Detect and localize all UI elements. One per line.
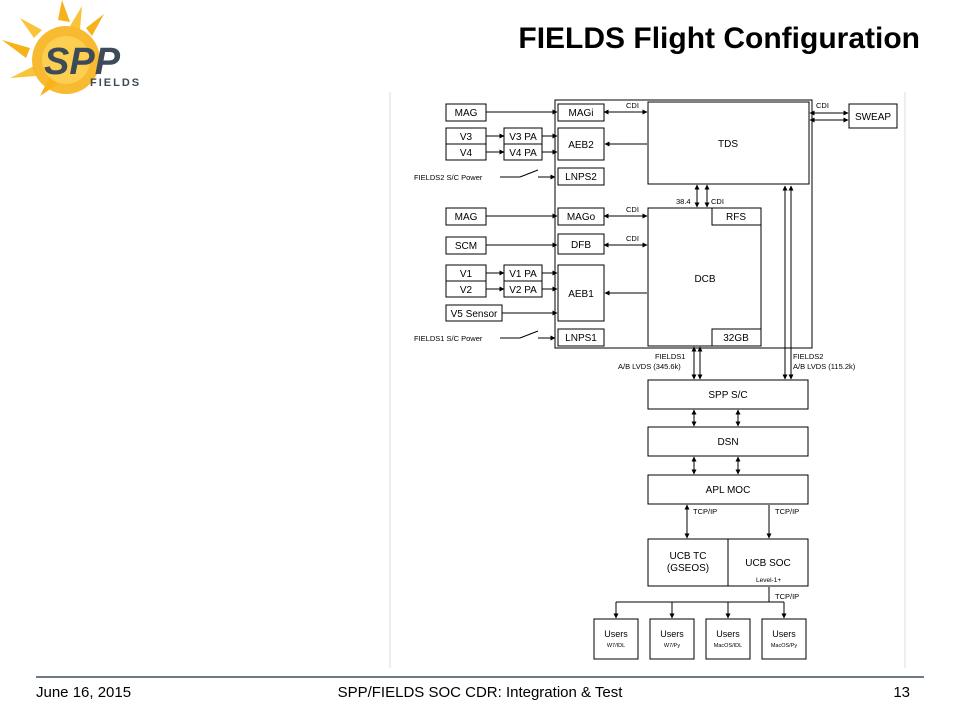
svg-text:RFS: RFS xyxy=(726,212,746,223)
magi-board: MAGi xyxy=(557,103,605,122)
svg-text:MAGo: MAGo xyxy=(567,212,596,223)
svg-text:Users: Users xyxy=(660,629,684,639)
svg-text:Users: Users xyxy=(716,629,740,639)
tcpip-label-soc: TCP/IP xyxy=(775,507,799,516)
rate-38-label: 38.4 xyxy=(676,197,691,206)
dsn-box: DSN xyxy=(647,426,809,457)
svg-text:UCB SOC: UCB SOC xyxy=(745,558,791,569)
svg-text:V3 PA: V3 PA xyxy=(509,132,537,143)
svg-text:W7/IDL: W7/IDL xyxy=(607,643,625,649)
ucb-soc-box: UCB SOC xyxy=(727,538,809,587)
cdi-label-sweap: CDI xyxy=(816,101,829,110)
svg-text:V1: V1 xyxy=(460,269,473,280)
svg-text:MacOS/IDL: MacOS/IDL xyxy=(714,643,742,649)
dfb-board: DFB xyxy=(557,233,605,255)
svg-text:DSN: DSN xyxy=(717,437,738,448)
cdi-label-tds-dcb: CDI xyxy=(711,197,724,206)
svg-text:V3: V3 xyxy=(460,132,473,143)
svg-text:APL MOC: APL MOC xyxy=(706,485,751,496)
v2-preamp: V2 PA xyxy=(503,280,543,298)
lnps2-board: LNPS2 xyxy=(557,167,605,186)
mag-sensor-top: MAG xyxy=(445,103,487,122)
dcb-board: DCB xyxy=(647,207,762,347)
sweap-box: SWEAP xyxy=(848,103,898,129)
fields1-link-line2: A/B LVDS (345.6k) xyxy=(618,362,681,371)
logo-main-text: SPP xyxy=(44,41,121,83)
users-box: Users MacOS/Py xyxy=(761,618,807,660)
v4-preamp: V4 PA xyxy=(503,143,543,161)
mag-sensor-mid: MAG xyxy=(445,207,487,226)
users-box: Users W7/IDL xyxy=(593,618,639,660)
tds-board: TDS xyxy=(647,101,810,185)
svg-text:MAGi: MAGi xyxy=(569,108,594,119)
fields2-link-line2: A/B LVDS (115.2k) xyxy=(793,362,856,371)
svg-text:MacOS/Py: MacOS/Py xyxy=(771,643,798,649)
svg-text:AEB1: AEB1 xyxy=(568,289,594,300)
svg-text:SPP S/C: SPP S/C xyxy=(708,390,747,401)
v1-preamp: V1 PA xyxy=(503,264,543,282)
users-box: Users W7/Py xyxy=(649,618,695,660)
svg-text:UCB TC: UCB TC xyxy=(669,551,706,562)
svg-text:W7/Py: W7/Py xyxy=(664,643,680,649)
v4-sensor: V4 xyxy=(445,143,487,161)
svg-text:AEB2: AEB2 xyxy=(568,140,594,151)
svg-text:SCM: SCM xyxy=(455,241,477,252)
spp-sc-box: SPP S/C xyxy=(647,379,809,410)
footer-divider xyxy=(36,676,924,678)
svg-text:MAG: MAG xyxy=(455,212,478,223)
svg-text:32GB: 32GB xyxy=(723,333,749,344)
fields1-power-label: FIELDS1 S/C Power xyxy=(414,334,483,343)
svg-text:Users: Users xyxy=(772,629,796,639)
aeb2-board: AEB2 xyxy=(557,127,605,161)
aeb1-board: AEB1 xyxy=(557,264,605,322)
v1-sensor: V1 xyxy=(445,264,487,282)
svg-text:V4 PA: V4 PA xyxy=(509,148,537,159)
scm-sensor: SCM xyxy=(445,236,487,255)
level-1-label: Level-1+ xyxy=(756,577,781,584)
cdi-label-mago: CDI xyxy=(626,205,639,214)
svg-text:Users: Users xyxy=(604,629,628,639)
v3-preamp: V3 PA xyxy=(503,127,543,145)
v2-sensor: V2 xyxy=(445,280,487,298)
fields2-power-label: FIELDS2 S/C Power xyxy=(414,173,483,182)
storage-32gb: 32GB xyxy=(711,328,762,347)
fields1-link-line1: FIELDS1 xyxy=(655,352,685,361)
svg-text:V2 PA: V2 PA xyxy=(509,285,537,296)
v3-sensor: V3 xyxy=(445,127,487,145)
svg-text:MAG: MAG xyxy=(455,108,478,119)
slide-title: FIELDS Flight Configuration xyxy=(518,22,920,55)
footer-date: June 16, 2015 xyxy=(36,684,132,701)
page-number: 13 xyxy=(893,684,910,701)
tcpip-label-users: TCP/IP xyxy=(775,592,799,601)
svg-text:DCB: DCB xyxy=(694,274,715,285)
cdi-label-magi: CDI xyxy=(626,101,639,110)
svg-text:V1 PA: V1 PA xyxy=(509,269,537,280)
svg-text:(GSEOS): (GSEOS) xyxy=(667,563,709,574)
svg-text:LNPS2: LNPS2 xyxy=(565,172,597,183)
svg-text:TDS: TDS xyxy=(718,139,738,150)
v5-sensor: V5 Sensor xyxy=(445,304,503,322)
svg-text:V4: V4 xyxy=(460,148,473,159)
svg-text:V5 Sensor: V5 Sensor xyxy=(451,309,498,320)
cdi-label-dfb: CDI xyxy=(626,234,639,243)
svg-text:LNPS1: LNPS1 xyxy=(565,333,597,344)
mago-board: MAGo xyxy=(557,207,605,226)
users-box: Users MacOS/IDL xyxy=(705,618,751,660)
footer-title: SPP/FIELDS SOC CDR: Integration & Test xyxy=(337,684,623,701)
svg-text:DFB: DFB xyxy=(571,240,591,251)
logo-sub-text: FIELDS xyxy=(90,77,141,89)
svg-text:V2: V2 xyxy=(460,285,473,296)
apl-moc-box: APL MOC xyxy=(647,474,809,505)
lnps1-board: LNPS1 xyxy=(557,328,605,347)
fields2-link-line1: FIELDS2 xyxy=(793,352,823,361)
ucb-tc-box: UCB TC (GSEOS) xyxy=(647,538,729,587)
svg-text:SWEAP: SWEAP xyxy=(855,112,891,123)
rfs-board: RFS xyxy=(711,207,762,226)
tcpip-label-tc: TCP/IP xyxy=(693,507,717,516)
spp-fields-logo: SPP FIELDS xyxy=(2,0,141,96)
